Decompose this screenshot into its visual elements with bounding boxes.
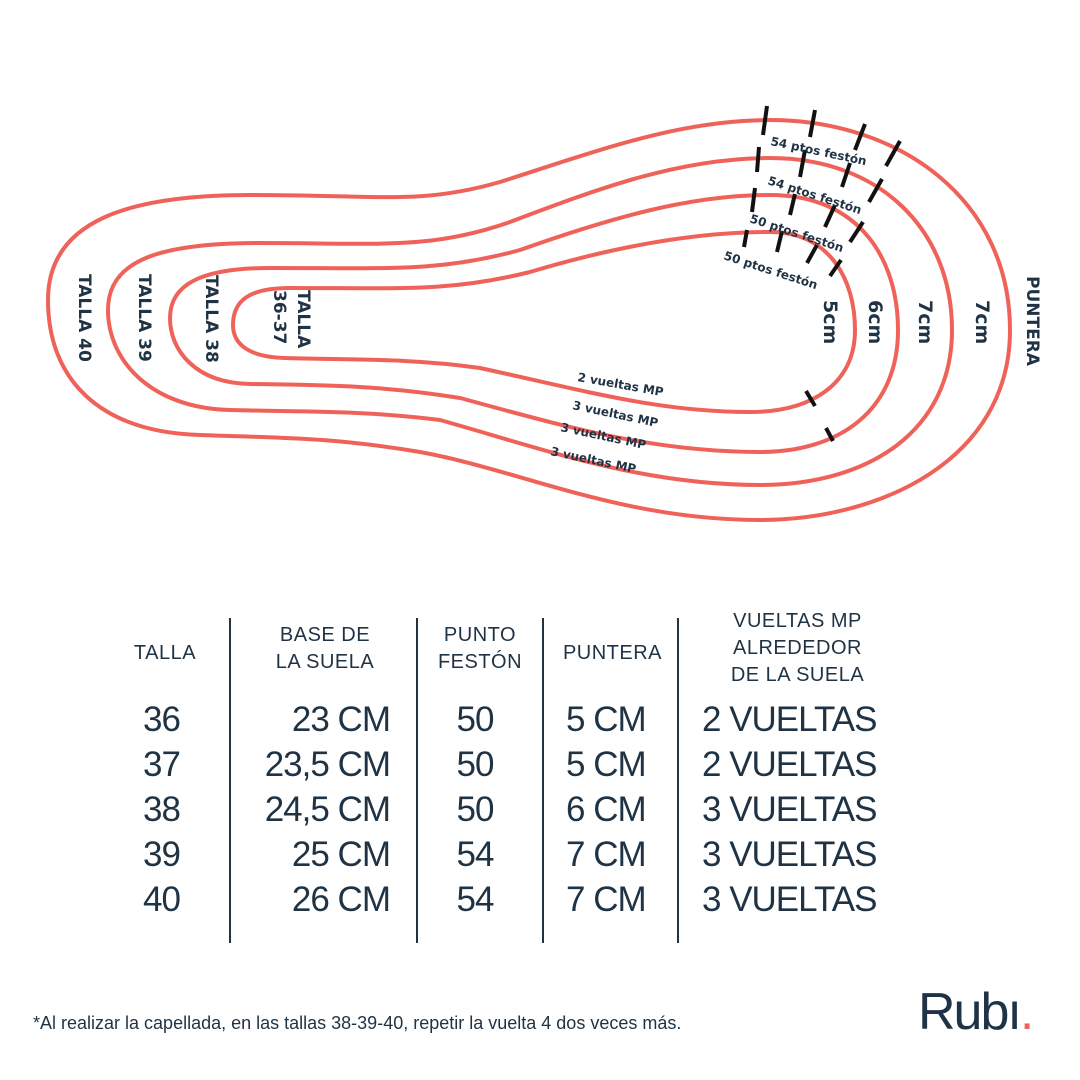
toe-label-38: 6cm	[864, 300, 886, 344]
cell-size: 40	[143, 880, 181, 919]
cell-feston: 50	[456, 700, 495, 739]
sole-outline-38	[167, 192, 901, 455]
cell-turns: 3 VUELTAS	[702, 790, 878, 829]
column-divider	[416, 618, 418, 943]
cell-size: 37	[143, 745, 181, 784]
size-label-36-37-b: 36-37	[269, 290, 289, 344]
cell-feston: 50	[456, 745, 495, 784]
toe-label-36-37: 5cm	[819, 300, 841, 344]
column-divider	[229, 618, 231, 943]
cell-sole-base: 26 CM	[291, 880, 391, 919]
sole-diagram: 54 ptos festón 54 ptos festón 50 ptos fe…	[45, 105, 1042, 523]
cell-toe: 7 CM	[566, 880, 647, 919]
cell-toe: 7 CM	[566, 835, 647, 874]
size-label-39: TALLA 39	[134, 274, 154, 362]
cell-sole-base: 23,5 CM	[264, 745, 391, 784]
feston-label-36-37: 50 ptos festón	[722, 249, 819, 293]
header-feston: PUNTO FESTÓN	[437, 624, 523, 673]
cell-sole-base: 25 CM	[291, 835, 391, 874]
footnote: *Al realizar la capellada, en las tallas…	[33, 1013, 682, 1033]
size-label-40: TALLA 40	[74, 274, 94, 362]
toe-label-39: 7cm	[914, 300, 936, 344]
cell-feston: 54	[456, 880, 495, 919]
column-divider	[677, 618, 679, 943]
cell-turns: 3 VUELTAS	[702, 835, 878, 874]
rubi-logo: Rubı.	[918, 983, 1034, 1041]
toe-title: PUNTERA	[1022, 276, 1042, 367]
turns-label-40: 3 vueltas MP	[549, 444, 637, 476]
header-sole-base: BASE DE LA SUELA	[275, 624, 375, 673]
column-divider	[542, 618, 544, 943]
cell-toe: 5 CM	[566, 745, 647, 784]
sole-outline-39	[105, 155, 955, 488]
cell-turns: 2 VUELTAS	[702, 700, 878, 739]
cell-toe: 6 CM	[566, 790, 647, 829]
cell-sole-base: 24,5 CM	[264, 790, 391, 829]
size-label-36-37-a: TALLA	[293, 290, 313, 349]
sole-outline-40	[45, 117, 1013, 523]
feston-ticks	[742, 105, 902, 442]
sole-outline-36-37	[230, 229, 858, 415]
cell-size: 38	[143, 790, 181, 829]
size-table: TALLA BASE DE LA SUELA PUNTO FESTÓN PUNT…	[0, 600, 1080, 960]
cell-sole-base: 23 CM	[291, 700, 391, 739]
cell-toe: 5 CM	[566, 700, 647, 739]
cell-size: 39	[143, 835, 181, 874]
cell-size: 36	[143, 700, 181, 739]
header-toe: PUNTERA	[562, 642, 663, 664]
header-size: TALLA	[133, 642, 197, 664]
cell-feston: 54	[456, 835, 495, 874]
cell-turns: 2 VUELTAS	[702, 745, 878, 784]
toe-label-40: 7cm	[971, 300, 993, 344]
turns-label-36-37: 2 vueltas MP	[576, 370, 664, 399]
cell-turns: 3 VUELTAS	[702, 880, 878, 919]
header-turns: VUELTAS MP ALREDEDOR DE LA SUELA	[730, 610, 865, 686]
cell-feston: 50	[456, 790, 495, 829]
size-label-38: TALLA 38	[201, 275, 221, 363]
